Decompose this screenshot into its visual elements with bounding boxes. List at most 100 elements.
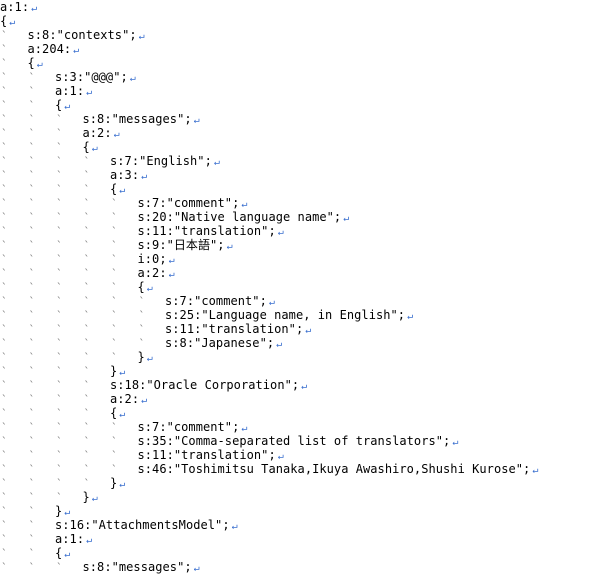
indent-guide: ` <box>28 113 36 126</box>
indent-guide: ` <box>56 365 63 378</box>
code-line[interactable]: `````s:46:"Toshimitsu Tanaka,Ikuya Awash… <box>0 462 605 476</box>
code-line[interactable]: ```s:8:"messages";↵ <box>0 112 605 126</box>
code-line[interactable]: ``a:1:↵ <box>0 84 605 98</box>
code-line[interactable]: ``{↵ <box>0 546 605 560</box>
code-line[interactable]: `````s:7:"comment";↵ <box>0 196 605 210</box>
indent-guide: ` <box>83 323 91 336</box>
code-line-text: a:2: <box>82 126 112 140</box>
indent-guide: ` <box>1 561 8 574</box>
code-line[interactable]: ``````s:7:"comment";↵ <box>0 294 605 308</box>
code-line[interactable]: ````s:7:"English";↵ <box>0 154 605 168</box>
code-line[interactable]: `````s:35:"Comma-separated list of trans… <box>0 434 605 448</box>
code-line-text: s:9:"日本語"; <box>137 238 225 252</box>
code-line[interactable]: ```a:2:↵ <box>0 126 605 140</box>
line-break-icon: ↵ <box>276 339 283 350</box>
code-line[interactable]: ````{↵ <box>0 406 605 420</box>
indent-guide: ` <box>83 449 91 462</box>
code-line[interactable]: ````}↵ <box>0 364 605 378</box>
code-line[interactable]: ``a:1:↵ <box>0 532 605 546</box>
code-line-text: { <box>137 280 145 294</box>
code-line-text: s:11:"translation"; <box>165 322 304 336</box>
code-text: {↵ <box>55 98 70 114</box>
indent-guide: ` <box>28 505 36 518</box>
indent-guide: ` <box>28 337 36 350</box>
code-text: a:204:↵ <box>28 42 80 58</box>
code-line[interactable]: ```s:8:"messages";↵ <box>0 560 605 574</box>
indent-guide: ` <box>56 407 63 420</box>
code-line[interactable]: `````{↵ <box>0 280 605 294</box>
indent-guide: ` <box>83 463 91 476</box>
indent-guide: ` <box>28 477 36 490</box>
code-line[interactable]: ````}↵ <box>0 476 605 490</box>
code-line-text: s:35:"Comma-separated list of translator… <box>137 434 451 448</box>
indent-guide: ` <box>28 379 36 392</box>
code-line[interactable]: `{↵ <box>0 56 605 70</box>
indent-guide: ` <box>83 393 91 406</box>
code-line[interactable]: ` a:204:↵ <box>0 42 605 56</box>
code-line[interactable]: `````s:11:"translation";↵ <box>0 448 605 462</box>
indent-guide: ` <box>1 43 8 56</box>
code-text: s:46:"Toshimitsu Tanaka,Ikuya Awashiro,S… <box>138 462 539 478</box>
indent-guide: ` <box>83 337 91 350</box>
indent-guide: ` <box>1 449 8 462</box>
code-line[interactable]: `s:8:"contexts";↵ <box>0 28 605 42</box>
code-line[interactable]: ``s:16:"AttachmentsModel";↵ <box>0 518 605 532</box>
line-break-icon: ↵ <box>277 227 284 238</box>
code-text: s:11:"translation";↵ <box>138 448 284 464</box>
code-line[interactable]: ````a:2:↵ <box>0 392 605 406</box>
code-line[interactable]: ```{↵ <box>0 140 605 154</box>
code-line[interactable]: ````a:3:↵ <box>0 168 605 182</box>
code-line[interactable]: {↵ <box>0 14 605 28</box>
indent-guide: ` <box>111 351 118 364</box>
code-text: i:0;↵ <box>138 252 175 268</box>
line-break-icon: ↵ <box>343 213 350 224</box>
code-line[interactable]: ``````s:8:"Japanese";↵ <box>0 336 605 350</box>
code-line[interactable]: ``{↵ <box>0 98 605 112</box>
code-line[interactable]: `````s:7:"comment";↵ <box>0 420 605 434</box>
indent-guide: ` <box>56 253 63 266</box>
code-line-text: } <box>55 504 63 518</box>
indent-guide: ` <box>28 365 36 378</box>
indent-guide: ` <box>1 533 8 546</box>
code-text: a:2:↵ <box>138 266 175 282</box>
code-line[interactable]: ```}↵ <box>0 490 605 504</box>
code-line-text: a:1: <box>55 84 85 98</box>
code-line-text: a:2: <box>137 266 167 280</box>
code-line-text: } <box>82 490 90 504</box>
code-line-text: { <box>27 56 35 70</box>
code-line[interactable]: ``````s:25:"Language name, in English";↵ <box>0 308 605 322</box>
line-break-icon: ↵ <box>119 479 126 490</box>
indent-guide: ` <box>28 99 36 112</box>
code-text: s:7:"English";↵ <box>110 154 220 170</box>
code-line-text: i:0; <box>137 252 167 266</box>
code-line-text: { <box>0 14 8 28</box>
indent-guide: ` <box>1 183 8 196</box>
code-line[interactable]: ``s:3:"@@@";↵ <box>0 70 605 84</box>
code-text: s:7:"comment";↵ <box>138 196 248 212</box>
line-break-icon: ↵ <box>129 73 136 84</box>
code-line[interactable]: ````s:18:"Oracle Corporation";↵ <box>0 378 605 392</box>
code-line[interactable]: `````s:20:"Native language name";↵ <box>0 210 605 224</box>
code-line[interactable]: a:1:↵ <box>0 0 605 14</box>
code-line[interactable]: `````s:11:"translation";↵ <box>0 224 605 238</box>
indent-guide: ` <box>1 155 8 168</box>
indent-guide: ` <box>28 85 36 98</box>
indent-guide: ` <box>111 197 118 210</box>
code-line-text: s:25:"Language name, in English"; <box>165 308 406 322</box>
code-line-text: { <box>55 98 63 112</box>
code-line[interactable]: `````}↵ <box>0 350 605 364</box>
code-line[interactable]: ````{↵ <box>0 182 605 196</box>
indent-guide: ` <box>111 295 118 308</box>
code-line[interactable]: `````s:9:"日本語";↵ <box>0 238 605 252</box>
code-line-text: s:18:"Oracle Corporation"; <box>110 378 300 392</box>
indent-guide: ` <box>28 519 36 532</box>
code-line[interactable]: ``}↵ <box>0 504 605 518</box>
code-line[interactable]: `````a:2:↵ <box>0 266 605 280</box>
code-line[interactable]: ``````s:11:"translation";↵ <box>0 322 605 336</box>
indent-guide: ` <box>83 477 91 490</box>
indent-guide: ` <box>138 323 146 336</box>
code-text: s:8:"messages";↵ <box>83 560 200 574</box>
line-break-icon: ↵ <box>141 395 148 406</box>
code-line[interactable]: `````i:0;↵ <box>0 252 605 266</box>
